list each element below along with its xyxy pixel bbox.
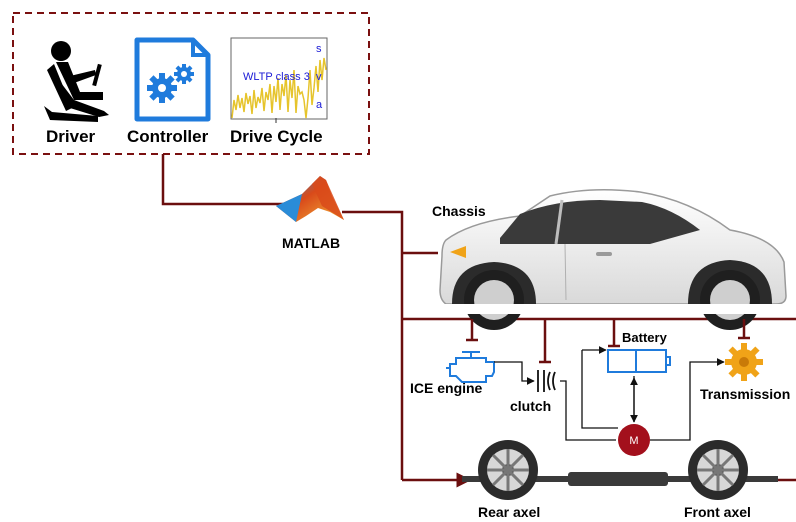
clutch-icon	[537, 370, 556, 392]
drive-cycle-title: WLTP class 3	[243, 71, 310, 83]
drive-cycle-label: Drive Cycle	[230, 127, 323, 146]
clutch-label: clutch	[510, 398, 552, 414]
rear-wheel-icon	[478, 440, 538, 500]
inputs-to-matlab-line	[161, 154, 284, 206]
drive-cycle-chart: WLTP class 3 s v a	[230, 37, 328, 123]
ice-engine-label: ICE engine	[410, 380, 483, 396]
ice-engine-icon	[446, 351, 495, 383]
transmission-label: Transmission	[700, 386, 791, 402]
driver-label: Driver	[46, 127, 96, 146]
transmission-gear-icon	[725, 343, 763, 381]
drive-cycle-trace	[231, 57, 327, 119]
power-flow-lines	[494, 346, 725, 441]
motor-icon	[618, 424, 650, 456]
controller-icon	[134, 37, 211, 122]
bus-drops	[466, 319, 750, 364]
matlab-to-vehicle-line	[342, 210, 404, 480]
inputs-box	[12, 12, 370, 155]
motor-label: M	[629, 435, 638, 447]
drive-cycle-axis-v: v	[316, 71, 322, 83]
chassis-label: Chassis	[432, 203, 486, 219]
rear-axle-label: Rear axel	[478, 504, 541, 520]
driver-icon	[44, 41, 109, 122]
matlab-label: MATLAB	[282, 235, 341, 251]
drive-cycle-axis-s: s	[316, 43, 322, 55]
axle-assembly	[462, 440, 778, 500]
drive-cycle-axis-a: a	[316, 99, 323, 111]
matlab-logo	[276, 176, 344, 222]
battery-icon	[607, 349, 671, 373]
front-wheel-icon	[688, 440, 748, 500]
front-axle-label: Front axel	[684, 504, 751, 520]
controller-label: Controller	[127, 127, 209, 146]
car-chassis	[439, 189, 790, 330]
battery-label: Battery	[622, 330, 667, 345]
